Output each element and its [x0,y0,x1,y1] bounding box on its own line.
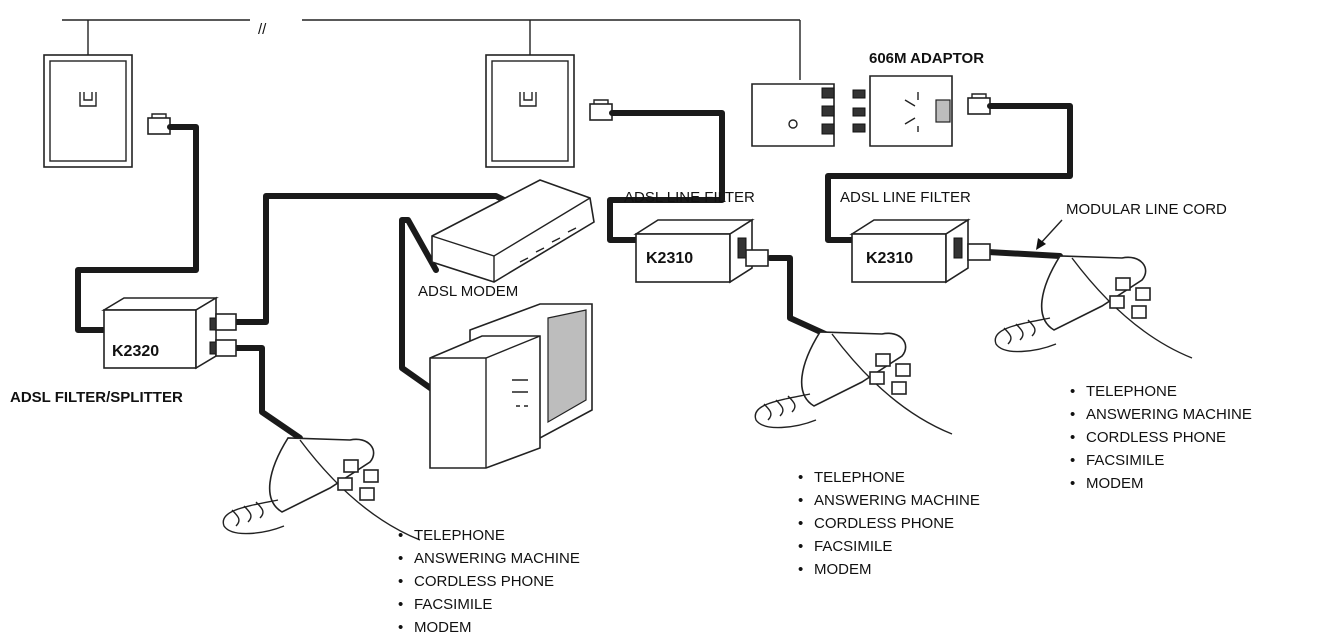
list-item-bullet: • [798,561,803,578]
list-item: TELEPHONE [414,527,505,544]
list-item-bullet: • [398,527,403,544]
handset-right [994,255,1193,359]
list-item-bullet: • [1070,475,1075,492]
list-item: ANSWERING MACHINE [414,550,580,567]
line-break-mark: // [258,21,267,38]
wall-socket-left [43,54,133,168]
phone-line: // [62,19,801,80]
list-item: MODEM [414,619,472,636]
plug-middle-socket [589,99,613,121]
list-item-bullet: • [798,492,803,509]
line-filter-label-right: ADSL LINE FILTER [840,189,971,206]
line-filter-label-middle: ADSL LINE FILTER [624,189,755,206]
list-item: CORDLESS PHONE [1086,429,1226,446]
adsl-modem [431,179,595,283]
handset-left [222,437,421,541]
list-item: MODEM [1086,475,1144,492]
handset-middle [754,331,953,435]
list-item-bullet: • [398,596,403,613]
wall-socket-middle [485,54,575,168]
list-item: CORDLESS PHONE [814,515,954,532]
list-item: FACSIMILE [814,538,892,555]
list-item-bullet: • [1070,452,1075,469]
device-list-right: • TELEPHONE • ANSWERING MACHINE • CORDLE… [1070,383,1252,492]
list-item: FACSIMILE [1086,452,1164,469]
computer [429,303,593,469]
list-item-bullet: • [798,538,803,555]
k2320-splitter: K2320 [101,296,237,370]
list-item: ANSWERING MACHINE [1086,406,1252,423]
filter-model-middle: K2310 [646,250,693,267]
k2310-filter-right: K2310 [849,218,991,284]
splitter-model: K2320 [112,343,159,360]
plug-left-socket [147,113,171,135]
list-item: FACSIMILE [414,596,492,613]
list-item-bullet: • [798,469,803,486]
list-item: ANSWERING MACHINE [814,492,980,509]
606m-adaptor: 606M ADAPTOR [751,50,984,147]
device-list-middle: • TELEPHONE • ANSWERING MACHINE • CORDLE… [798,469,980,578]
filter-model-right: K2310 [866,250,913,267]
modem-label: ADSL MODEM [418,283,518,300]
list-item-bullet: • [1070,429,1075,446]
splitter-label: ADSL FILTER/SPLITTER [10,389,183,406]
list-item: MODEM [814,561,872,578]
modular-cord-label: MODULAR LINE CORD [1066,201,1227,218]
modular-cord-arrow [1036,219,1063,250]
list-item-bullet: • [398,573,403,590]
list-item-bullet: • [1070,406,1075,423]
adaptor-label: 606M ADAPTOR [869,50,984,67]
list-item: TELEPHONE [1086,383,1177,400]
list-item-bullet: • [398,550,403,567]
list-item: TELEPHONE [814,469,905,486]
device-list-left: • TELEPHONE • ANSWERING MACHINE • CORDLE… [398,527,580,636]
list-item: CORDLESS PHONE [414,573,554,590]
k2310-filter-middle: K2310 [633,218,769,284]
list-item-bullet: • [798,515,803,532]
plug-adaptor [967,93,991,115]
list-item-bullet: • [1070,383,1075,400]
list-item-bullet: • [398,619,403,636]
